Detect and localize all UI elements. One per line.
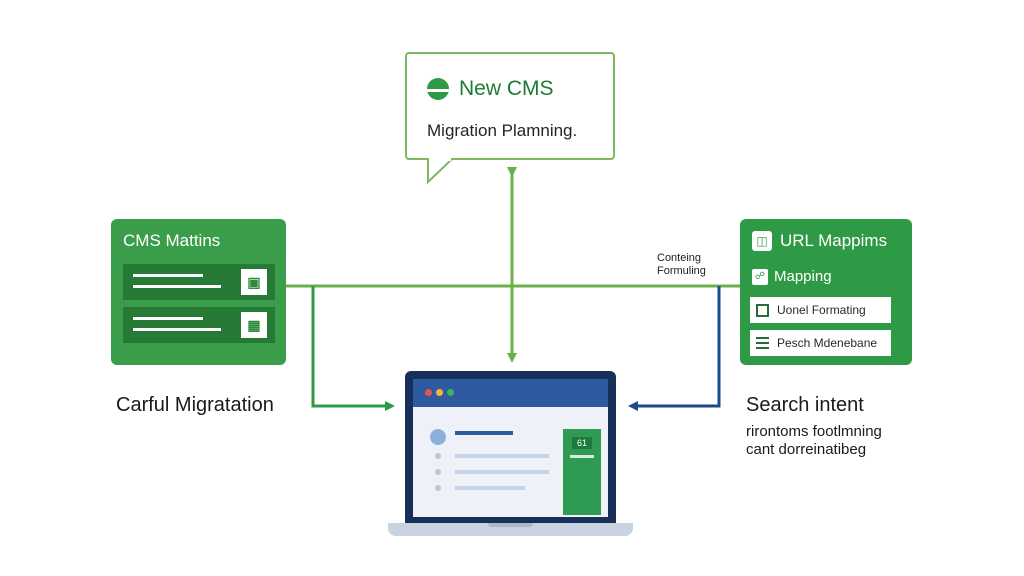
bubble-title-row: New CMS <box>427 77 554 101</box>
bubble-subtitle: Migration Plamning. <box>427 121 578 140</box>
cms-mattins-card: CMS Mattins ▣ ▦ <box>111 219 286 365</box>
option-label: Pesch Mdenebane <box>777 336 878 350</box>
bubble-title: New CMS <box>459 77 554 100</box>
close-dot-icon[interactable] <box>425 389 432 396</box>
calendar-check-icon: ▦ <box>241 312 267 338</box>
bubble-tail-mask <box>429 157 451 161</box>
bullet-icon <box>435 453 441 459</box>
connector-label: Conteing Formuling <box>657 252 706 278</box>
content-line <box>455 431 513 435</box>
left-to-laptop-arrow <box>311 286 395 411</box>
left-card-title: CMS Mattins <box>123 231 221 250</box>
package-check-icon: ▣ <box>241 269 267 295</box>
content-line <box>455 470 549 474</box>
panel-badge: 61 <box>572 437 592 449</box>
right-card-title-row: ◫ URL Mappims <box>752 231 887 251</box>
panel-line <box>570 455 594 458</box>
option-label: Uonel Formating <box>777 303 866 317</box>
cms-bubble-card: New CMS Migration Plamning. <box>405 52 615 160</box>
right-to-laptop-arrow <box>628 286 721 411</box>
row-line <box>133 285 221 288</box>
page-content: 61 <box>413 407 608 517</box>
laptop-base <box>388 523 633 536</box>
url-mappings-card: ◫ URL Mappims ☍ Mapping Uonel Formating … <box>740 219 912 365</box>
avatar <box>430 429 446 445</box>
content-line <box>455 454 549 458</box>
mapping-label: Mapping <box>774 268 832 285</box>
bullet-icon <box>435 469 441 475</box>
connector-label-line: Conteing <box>657 252 702 264</box>
side-panel[interactable]: 61 <box>563 429 601 515</box>
row-line <box>133 317 203 320</box>
laptop-screen: 61 <box>405 371 616 523</box>
right-caption-line: cant dorreinatibeg <box>746 441 867 458</box>
right-caption-line: rirontoms footlmning <box>746 423 882 440</box>
maximize-dot-icon[interactable] <box>447 389 454 396</box>
right-caption-body: rirontoms footlmning cant dorreinatibeg <box>746 423 882 459</box>
left-caption: Carful Migratation <box>116 394 274 416</box>
right-caption-heading: Search intent <box>746 394 864 416</box>
content-line <box>455 486 525 490</box>
cms-logo-icon <box>427 78 449 100</box>
minimize-dot-icon[interactable] <box>436 389 443 396</box>
list-icon <box>756 336 769 350</box>
left-card-row[interactable]: ▣ <box>123 264 275 300</box>
bullet-icon <box>435 485 441 491</box>
right-card-option[interactable]: Pesch Mdenebane <box>750 330 891 356</box>
mapping-icon: ☍ <box>752 268 768 285</box>
mapping-row: ☍ Mapping <box>752 268 832 285</box>
right-card-title: URL Mappims <box>780 231 888 250</box>
row-line <box>133 328 221 331</box>
connector-label-line: Formuling <box>657 265 706 277</box>
right-card-option[interactable]: Uonel Formating <box>750 297 891 323</box>
checkbox-icon <box>756 303 769 317</box>
browser-toolbar <box>413 379 608 407</box>
browser-window: 61 <box>413 379 608 517</box>
bubble-tail <box>427 158 453 185</box>
right-caption: Search intent rirontoms footlmning cant … <box>746 394 882 459</box>
page-icon: ◫ <box>752 231 772 251</box>
row-line <box>133 274 203 277</box>
left-card-row[interactable]: ▦ <box>123 307 275 343</box>
